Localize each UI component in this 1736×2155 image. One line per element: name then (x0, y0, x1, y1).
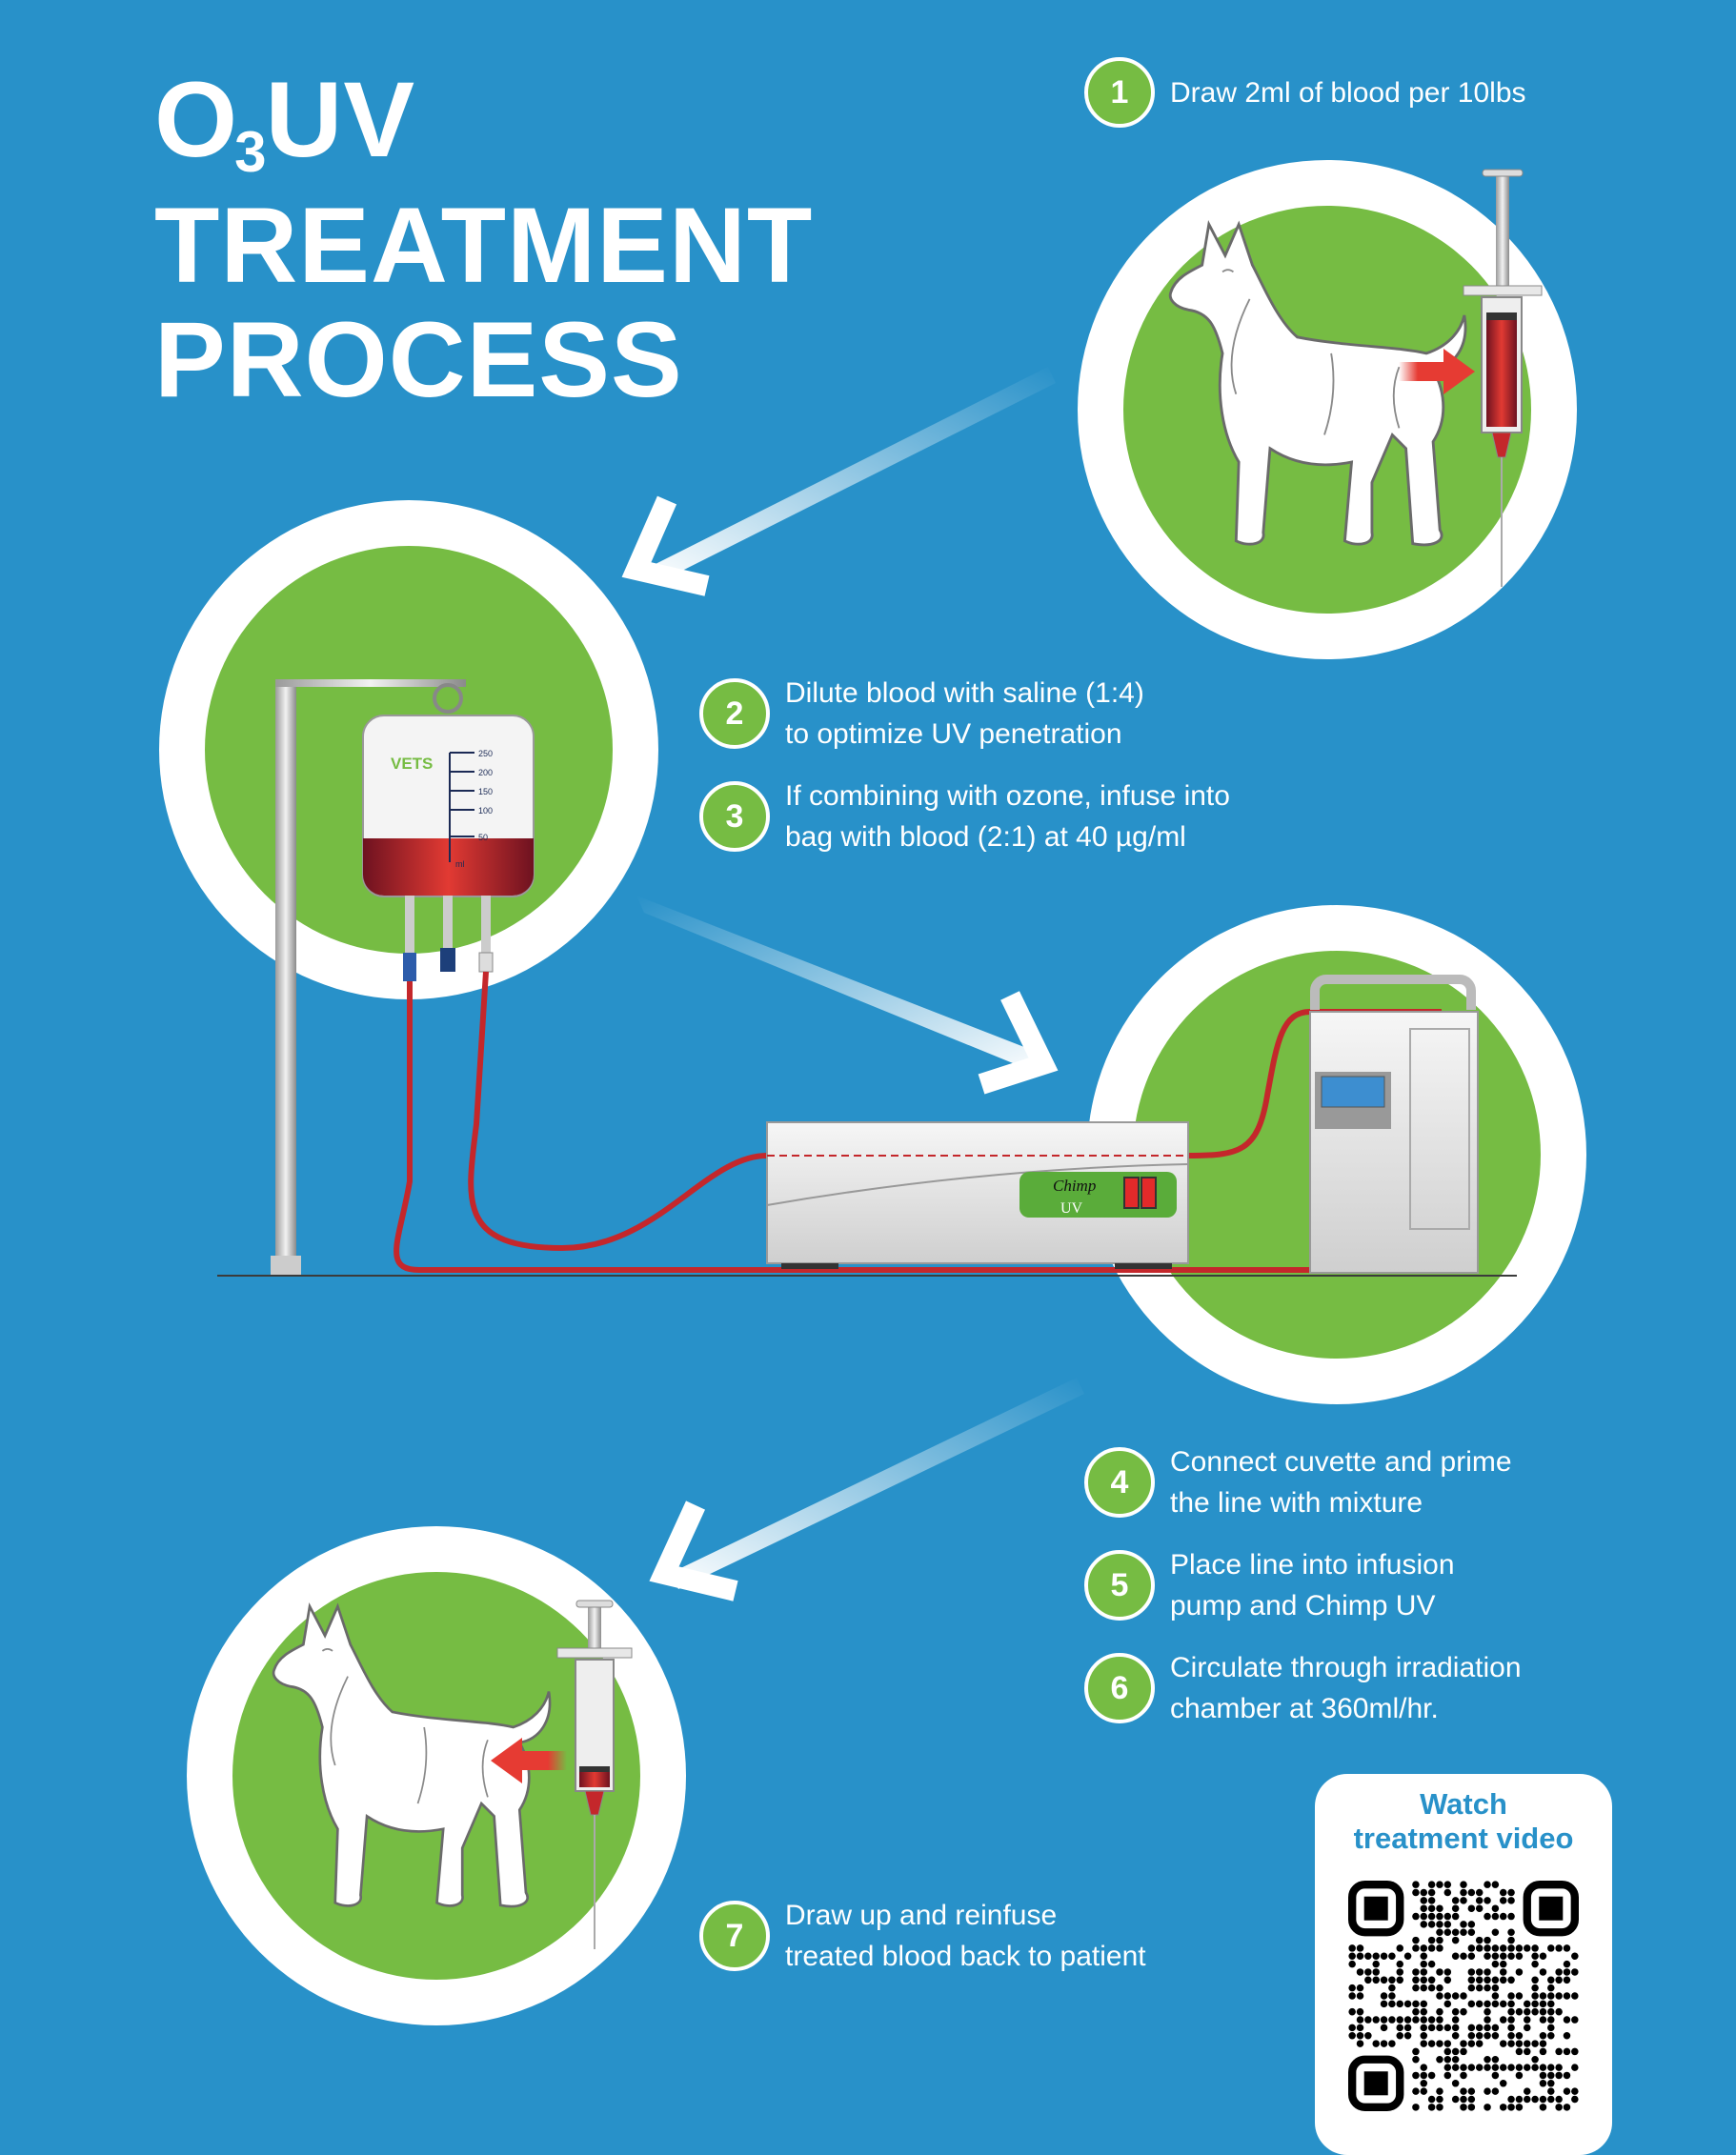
step-number-badge: 7 (699, 1901, 770, 1971)
page-title-line-1: O3UV (154, 60, 416, 184)
bag-scale-unit: ml (455, 859, 465, 869)
step-text: to optimize UV penetration (785, 718, 1122, 750)
draw-arrow-icon (1399, 349, 1475, 394)
step-text: pump and Chimp UV (1170, 1590, 1436, 1621)
step-3: 3 If combining with ozone, infuse into ba… (699, 775, 1230, 857)
step-text: Draw up and reinfuse (785, 1900, 1058, 1931)
step-number-badge: 5 (1084, 1550, 1155, 1621)
step-text: Circulate through irradiation (1170, 1652, 1522, 1683)
step-text: bag with blood (2:1) at 40 µg/ml (785, 821, 1186, 853)
step-text: Connect cuvette and prime (1170, 1446, 1512, 1478)
qr-title-line-2: treatment video (1353, 1822, 1574, 1855)
page-title-line-2: TREATMENT (154, 186, 814, 305)
qr-code[interactable] (1348, 1881, 1579, 2111)
bag-scale-label: 250 (478, 749, 493, 758)
step-number-badge: 4 (1084, 1447, 1155, 1518)
step-2: 2 Dilute blood with saline (1:4) to optim… (699, 673, 1144, 755)
step-4: 4 Connect cuvette and prime the line with… (1084, 1441, 1512, 1523)
step-text: chamber at 360ml/hr. (1170, 1693, 1439, 1724)
step-1: 1 Draw 2ml of blood per 10lbs (1084, 57, 1526, 128)
blood-bag: VETS 250 200 150 100 50 ml (362, 715, 535, 981)
bag-scale-label: 150 (478, 787, 493, 796)
bag-scale: 250 200 150 100 50 ml (450, 749, 493, 869)
bag-scale-label: 50 (478, 833, 488, 842)
step-number-badge: 2 (699, 678, 770, 749)
step-text: If combining with ozone, infuse into (785, 780, 1230, 812)
step-text: Dilute blood with saline (1:4) (785, 677, 1144, 709)
tubing-line (394, 971, 1442, 1273)
chimp-uv-device: Chimp UV (766, 1121, 1189, 1269)
step-number-badge: 3 (699, 781, 770, 852)
step-text: the line with mixture (1170, 1487, 1423, 1519)
step-6: 6 Circulate through irradiation chamber a… (1084, 1647, 1522, 1729)
step-text: Draw 2ml of blood per 10lbs (1170, 76, 1526, 109)
flow-arrow-1 (621, 367, 1056, 596)
device-brand-uv: UV (1060, 1200, 1083, 1217)
bag-scale-label: 200 (478, 768, 493, 777)
qr-title-line-1: Watch (1420, 1787, 1507, 1821)
flow-arrow-2 (636, 896, 1059, 1095)
device-brand-script: Chimp (1053, 1177, 1096, 1195)
step-text: Place line into infusion (1170, 1549, 1455, 1581)
infusion-pump (1309, 975, 1479, 1274)
bag-brand-logo: VETS (391, 755, 433, 773)
step-5: 5 Place line into infusion pump and Chimp… (1084, 1544, 1455, 1626)
step-number-badge: 1 (1084, 57, 1155, 128)
step-number-badge: 6 (1084, 1653, 1155, 1723)
step-text: treated blood back to patient (785, 1941, 1146, 1972)
page-title-line-3: PROCESS (154, 300, 683, 419)
flow-arrow-3 (649, 1378, 1084, 1601)
step-7: 7 Draw up and reinfuse treated blood back… (699, 1895, 1146, 1977)
reinfuse-arrow-icon (491, 1738, 567, 1783)
syringe-icon-reinfuse (556, 1600, 633, 1949)
iv-pole (271, 679, 466, 1275)
syringe-icon (1463, 169, 1543, 587)
bag-scale-label: 100 (478, 806, 493, 816)
